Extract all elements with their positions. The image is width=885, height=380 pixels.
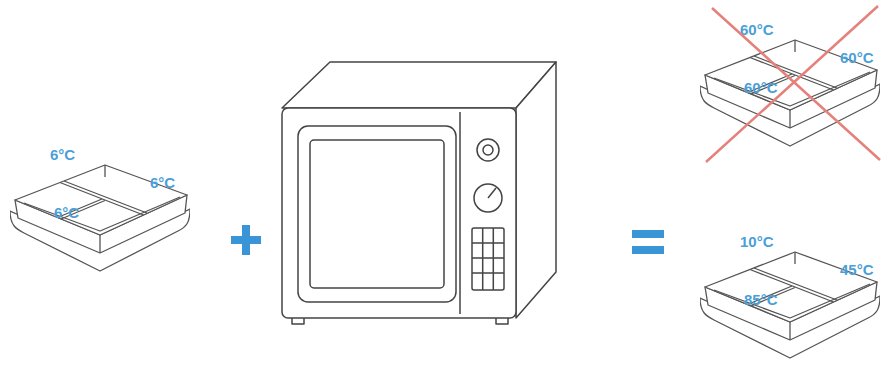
dial bbox=[483, 145, 493, 155]
temperature-label: 6°C bbox=[50, 147, 75, 163]
equals-bar bbox=[632, 230, 664, 238]
keypad-grid bbox=[472, 228, 504, 290]
tray-rim bbox=[705, 252, 877, 322]
dial bbox=[474, 184, 502, 212]
temperature-label: 10°C bbox=[740, 234, 774, 250]
tray-wall-edge bbox=[789, 110, 790, 128]
microwave-oven bbox=[282, 62, 556, 324]
temperature-label: 60°C bbox=[740, 22, 774, 38]
microwave-door bbox=[298, 126, 456, 302]
temperature-label: 60°C bbox=[744, 80, 778, 96]
temperature-label: 60°C bbox=[840, 50, 874, 66]
microwave-top bbox=[282, 62, 556, 108]
tray-outline bbox=[700, 212, 880, 362]
keypad bbox=[472, 228, 504, 290]
tray-wall-edge bbox=[99, 235, 100, 253]
dial bbox=[477, 139, 499, 161]
plus-sign bbox=[231, 225, 261, 255]
microwave-window bbox=[310, 140, 444, 288]
tray-inner-edge bbox=[24, 165, 180, 231]
microwave-feet bbox=[292, 318, 508, 324]
microwave-side bbox=[516, 62, 556, 318]
tray-rim bbox=[15, 165, 187, 235]
temperature-label: 45°C bbox=[840, 262, 874, 278]
dial-pointer bbox=[488, 188, 496, 198]
tray-wall-edge bbox=[789, 322, 790, 340]
microwave-front bbox=[282, 108, 516, 318]
temperature-label: 85°C bbox=[744, 292, 778, 308]
tray: 6°C 6°C 6°C bbox=[10, 125, 190, 275]
equals-sign bbox=[632, 230, 664, 254]
tray-outline bbox=[10, 125, 190, 275]
tray: 10°C 45°C 85°C bbox=[700, 212, 880, 362]
panel-divider bbox=[459, 112, 461, 314]
temperature-label: 6°C bbox=[150, 175, 175, 191]
plus-bar bbox=[242, 225, 250, 255]
equals-bar bbox=[632, 246, 664, 254]
temperature-label: 6°C bbox=[54, 205, 79, 221]
tray-rim bbox=[705, 40, 877, 110]
